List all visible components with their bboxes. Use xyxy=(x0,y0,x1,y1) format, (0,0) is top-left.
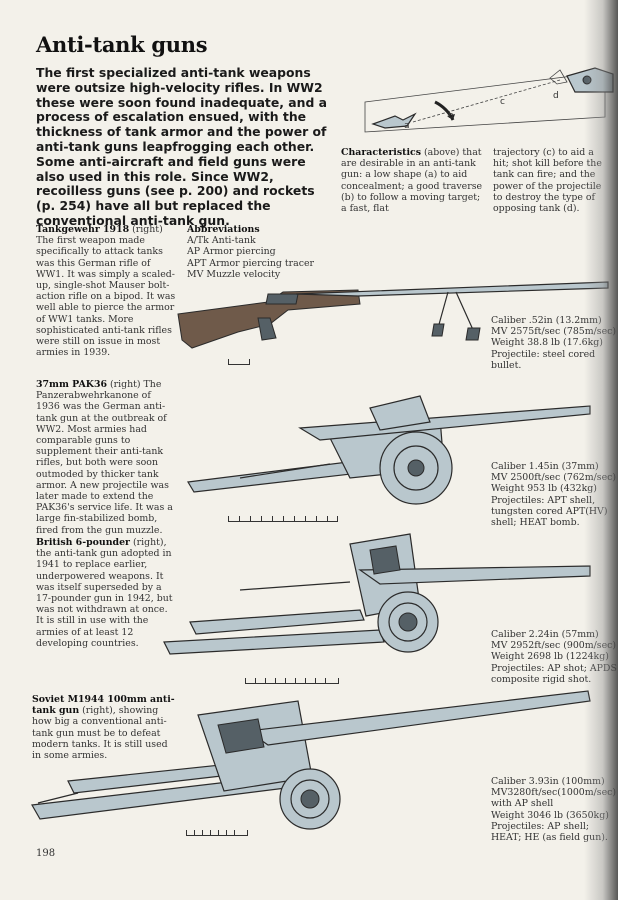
characteristics-heading-suffix: (above) xyxy=(421,147,460,158)
weapon-name-suffix: (right), xyxy=(130,537,167,548)
scale-bar xyxy=(228,358,250,365)
spec-line: shell; HEAT bomb. xyxy=(491,517,580,529)
spec-line: bullet. xyxy=(491,359,522,371)
weapon-name: British 6-pounder xyxy=(36,537,130,548)
weapon-description-pak36: 37mm PAK36 (right) The Panzerabwehrkanon… xyxy=(36,379,176,536)
abbreviation-item: AP Armor piercing xyxy=(187,246,276,258)
scale-bar xyxy=(245,677,339,684)
characteristics-text-left: that are desirable in an anti-tank gun: … xyxy=(341,147,483,215)
specs-pak36: Caliber 1.45in (37mm) MV 2500ft/sec (762… xyxy=(491,461,616,528)
characteristics-diagram: a b c d xyxy=(364,67,614,133)
spec-line: MV3280ft/sec(1000m/sec) xyxy=(491,787,617,799)
spec-line: Weight 3046 lb (3650kg) xyxy=(491,809,609,821)
tankgewehr-illustration xyxy=(177,281,609,349)
pak36-illustration xyxy=(187,395,591,505)
spec-line: Caliber 1.45in (37mm) xyxy=(491,461,599,472)
weapon-name-suffix: (right) xyxy=(106,379,144,390)
weapon-name-suffix: (right), xyxy=(79,705,116,717)
characteristics-right: trajectory (c) to aid a hit; shot kill b… xyxy=(493,147,602,215)
specs-tankgewehr: Caliber .52in (13.2mm) MV 2575ft/sec (78… xyxy=(491,315,616,371)
m1944-illustration xyxy=(31,690,591,830)
page-gutter-shadow xyxy=(584,0,618,900)
weapon-name: 37mm PAK36 xyxy=(36,379,107,390)
spec-line: MV 2575ft/sec (785m/sec) xyxy=(491,326,617,338)
spec-line: HEAT; HE (as field gun). xyxy=(491,832,608,844)
abbreviations-heading: Abbreviations xyxy=(187,224,260,235)
weapon-text: the anti-tank gun adopted in 1941 to rep… xyxy=(36,548,173,649)
diagram-label-d: d xyxy=(553,91,559,101)
spec-line: composite rigid shot. xyxy=(491,673,592,685)
spec-line: Projectiles: APT shell, xyxy=(491,494,596,506)
spec-line: with AP shell xyxy=(491,798,554,810)
abbreviation-item: A/Tk Anti-tank xyxy=(187,235,256,247)
diagram-label-a: a xyxy=(404,121,410,131)
weapon-name: Soviet M1944 100mm anti-tank gun xyxy=(32,694,175,717)
characteristics-heading: Characteristics xyxy=(341,147,422,158)
spec-line: Caliber 3.93in (100mm) xyxy=(491,776,605,787)
spec-line: Weight 38.8 lb (17.6kg) xyxy=(491,337,603,349)
spec-line: tungsten cored APT(HV) xyxy=(491,505,608,517)
spec-line: Projectiles: AP shot; APDS xyxy=(491,662,617,674)
spec-line: MV 2952ft/sec (900m/sec) xyxy=(491,640,617,652)
intro-paragraph: The first specialized anti-tank weapons … xyxy=(36,65,328,228)
weapon-description-tankgewehr: Tankgewehr 1918 (right) The first weapon… xyxy=(36,224,181,358)
weapon-description-6-pounder: British 6-pounder (right), the anti-tank… xyxy=(36,537,176,649)
scale-bar xyxy=(228,515,338,522)
spec-line: Projectiles: AP shell; xyxy=(491,820,590,832)
specs-m1944: Caliber 3.93in (100mm) MV3280ft/sec(1000… xyxy=(491,776,616,843)
specs-6-pounder: Caliber 2.24in (57mm) MV 2952ft/sec (900… xyxy=(491,629,617,685)
abbreviations-block: Abbreviations A/Tk Anti-tank AP Armor pi… xyxy=(187,224,337,280)
weapon-name-suffix: (right) xyxy=(129,224,163,235)
diagram-label-b: b xyxy=(448,111,454,121)
abbreviation-item: APT Armor piercing tracer xyxy=(187,257,314,269)
page-number: 198 xyxy=(36,848,56,859)
spec-line: MV 2500ft/sec (762m/sec) xyxy=(491,472,617,484)
spec-line: Caliber .52in (13.2mm) xyxy=(491,315,602,326)
page-title: Anti-tank guns xyxy=(36,32,208,57)
spec-line: Projectile: steel cored xyxy=(491,348,596,360)
spec-line: Weight 953 lb (432kg) xyxy=(491,483,597,495)
weapon-name: Tankgewehr 1918 xyxy=(36,224,130,235)
characteristics-left: Characteristics (above) that are desirab… xyxy=(341,147,484,214)
scale-bar xyxy=(186,829,248,836)
six-pounder-illustration xyxy=(163,533,591,655)
spec-line: Caliber 2.24in (57mm) xyxy=(491,629,599,640)
abbreviation-item: MV Muzzle velocity xyxy=(187,268,281,280)
weapon-text: The first weapon made specifically to at… xyxy=(36,235,176,359)
weapon-text: The Panzerabwehrkanone of 1936 was the G… xyxy=(36,379,173,536)
spec-line: Weight 2698 lb (1224kg) xyxy=(491,651,609,663)
weapon-text: showing how big a conventional anti-tank… xyxy=(32,705,168,762)
weapon-description-m1944: Soviet M1944 100mm anti-tank gun (right)… xyxy=(32,694,177,761)
diagram-label-c: c xyxy=(500,97,505,107)
